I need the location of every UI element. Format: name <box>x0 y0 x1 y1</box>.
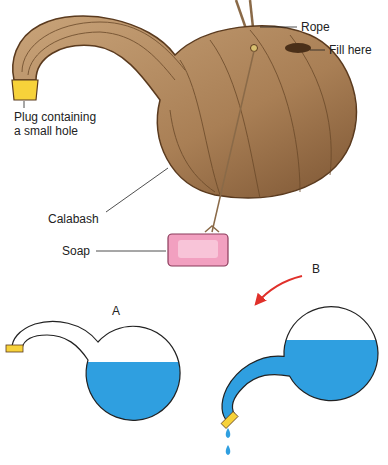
part-label: Plug containing a small hole <box>14 110 100 138</box>
part-label: Rope <box>301 20 330 34</box>
fill-hole <box>285 43 311 53</box>
part-label: Calabash <box>48 212 99 226</box>
figure-a <box>0 321 200 442</box>
part-label: Fill here <box>329 43 372 57</box>
water-drop <box>226 445 231 455</box>
soap-string <box>212 51 254 232</box>
ring <box>251 45 258 52</box>
figure-b <box>180 276 388 465</box>
calabash-gourd <box>12 16 356 198</box>
soap-bar <box>168 226 228 266</box>
water-drop <box>226 428 231 438</box>
figure-letter: B <box>312 262 320 276</box>
tilt-arrow <box>256 276 302 304</box>
leader-lines <box>24 27 325 251</box>
part-label: Soap <box>62 244 90 258</box>
plug <box>12 80 38 100</box>
figure-letter: A <box>112 304 120 318</box>
